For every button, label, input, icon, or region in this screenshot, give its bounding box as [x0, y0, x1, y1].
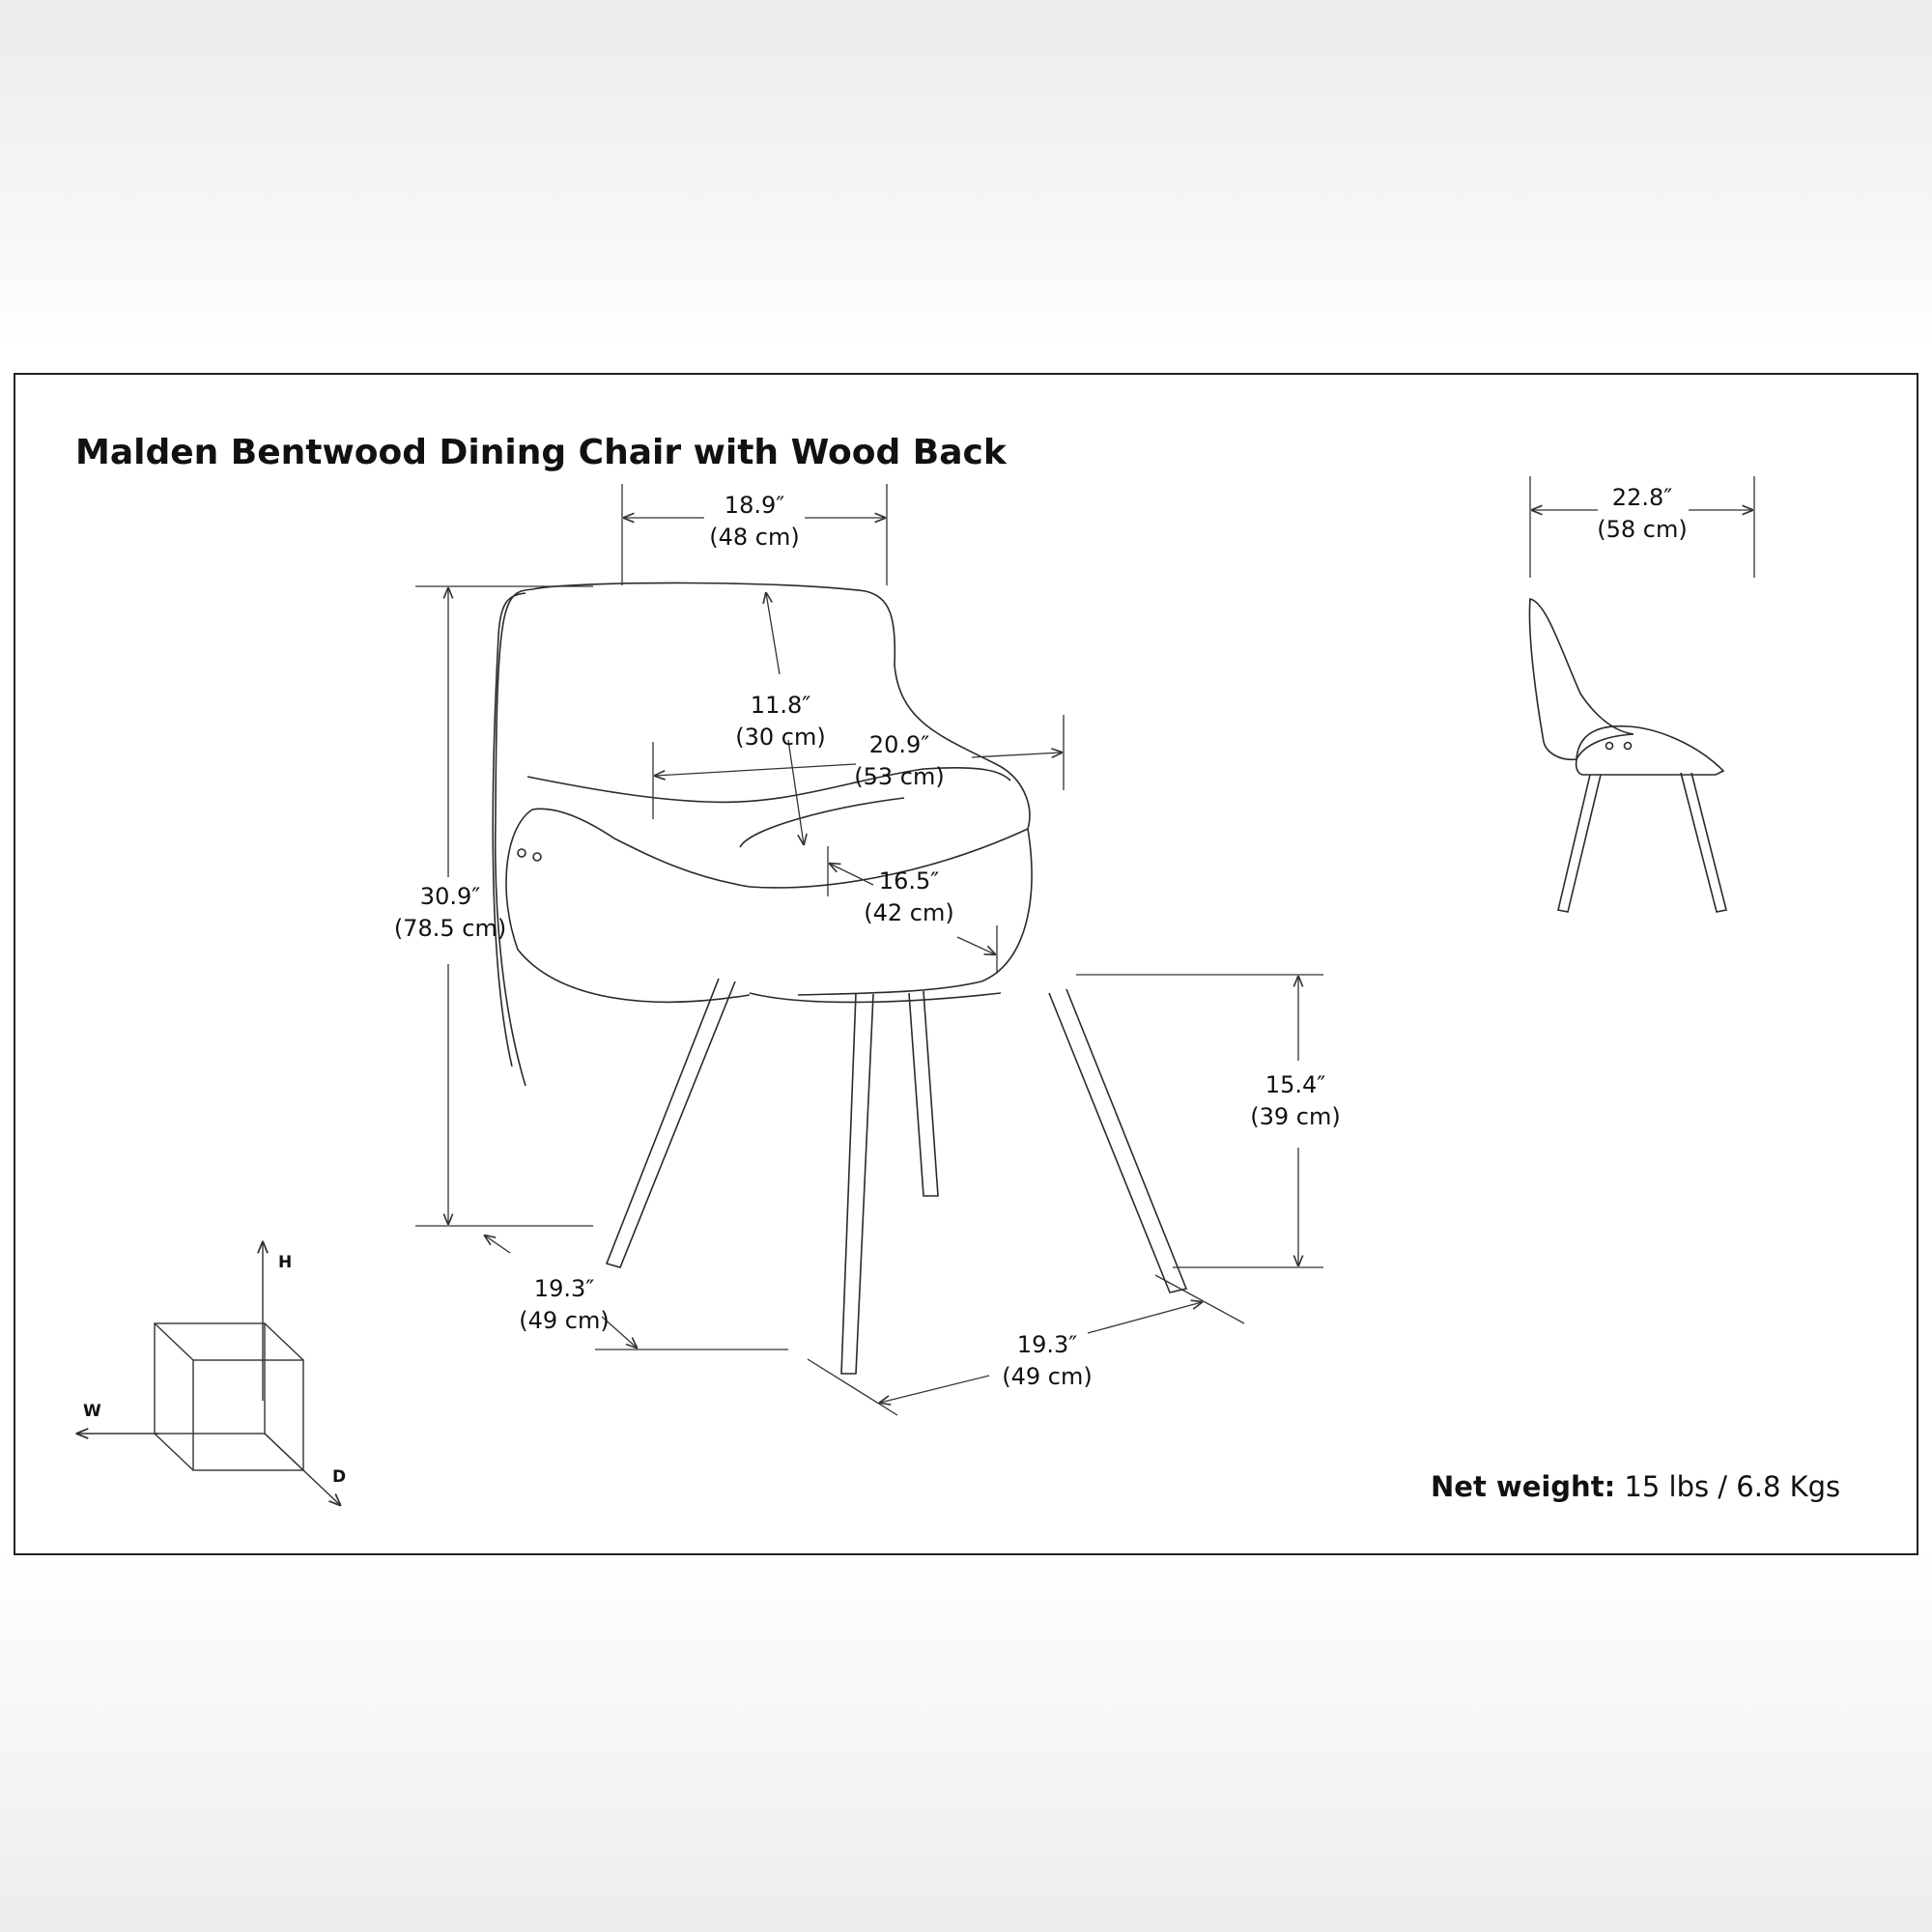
footprint-width-in: 19.3″	[534, 1275, 594, 1302]
footprint-width-cm: (49 cm)	[519, 1307, 609, 1334]
dim-seat-depth: 16.5″ (42 cm)	[828, 846, 997, 974]
net-weight: Net weight: 15 lbs / 6.8 Kgs	[1431, 1470, 1840, 1503]
net-weight-value: 15 lbs / 6.8 Kgs	[1624, 1470, 1841, 1503]
seat-depth-in: 16.5″	[879, 867, 939, 895]
chair-side-view	[1528, 598, 1727, 913]
overall-height-in: 30.9″	[420, 883, 480, 910]
dimension-diagram: 18.9″ (48 cm) 11.8″ (30 cm) 20.9″ (53 cm…	[15, 476, 1755, 1557]
footprint-depth-in: 19.3″	[1017, 1331, 1077, 1358]
dim-overall-height: 30.9″ (78.5 cm)	[394, 585, 593, 1227]
spec-sheet: Malden Bentwood Dining Chair with Wood B…	[14, 373, 1918, 1555]
overall-height-cm: (78.5 cm)	[394, 915, 506, 942]
side-depth-in: 22.8″	[1612, 484, 1672, 511]
dim-footprint-width: 19.3″ (49 cm)	[485, 1236, 788, 1350]
overall-width-in: 20.9″	[869, 731, 929, 758]
seat-height-in: 15.4″	[1265, 1071, 1325, 1098]
overall-width-cm: (53 cm)	[854, 763, 944, 790]
seat-height-cm: (39 cm)	[1250, 1103, 1340, 1130]
chair-front-view	[492, 582, 1188, 1375]
h-axis-label: H	[278, 1253, 292, 1272]
footprint-depth-cm: (49 cm)	[1002, 1363, 1092, 1390]
side-depth-cm: (58 cm)	[1597, 516, 1687, 543]
d-axis-arrow	[264, 1433, 340, 1505]
product-title: Malden Bentwood Dining Chair with Wood B…	[75, 433, 1007, 472]
d-axis-label: D	[332, 1467, 346, 1487]
dim-back-width: 18.9″ (48 cm)	[621, 484, 888, 585]
back-height-cm: (30 cm)	[735, 724, 825, 751]
orientation-cube: H W D	[77, 1242, 346, 1505]
net-weight-label: Net weight:	[1431, 1470, 1616, 1503]
dim-footprint-depth: 19.3″ (49 cm)	[807, 1274, 1245, 1416]
back-width-in: 18.9″	[724, 492, 784, 519]
dim-overall-width: 20.9″ (53 cm)	[652, 715, 1065, 819]
dim-seat-height: 15.4″ (39 cm)	[1076, 974, 1341, 1268]
dim-back-height: 11.8″ (30 cm)	[735, 593, 826, 844]
dim-side-depth: 22.8″ (58 cm)	[1529, 476, 1755, 578]
back-height-in: 11.8″	[751, 692, 810, 719]
back-width-cm: (48 cm)	[709, 524, 799, 551]
w-axis-label: W	[83, 1402, 101, 1421]
seat-depth-cm: (42 cm)	[864, 899, 953, 926]
